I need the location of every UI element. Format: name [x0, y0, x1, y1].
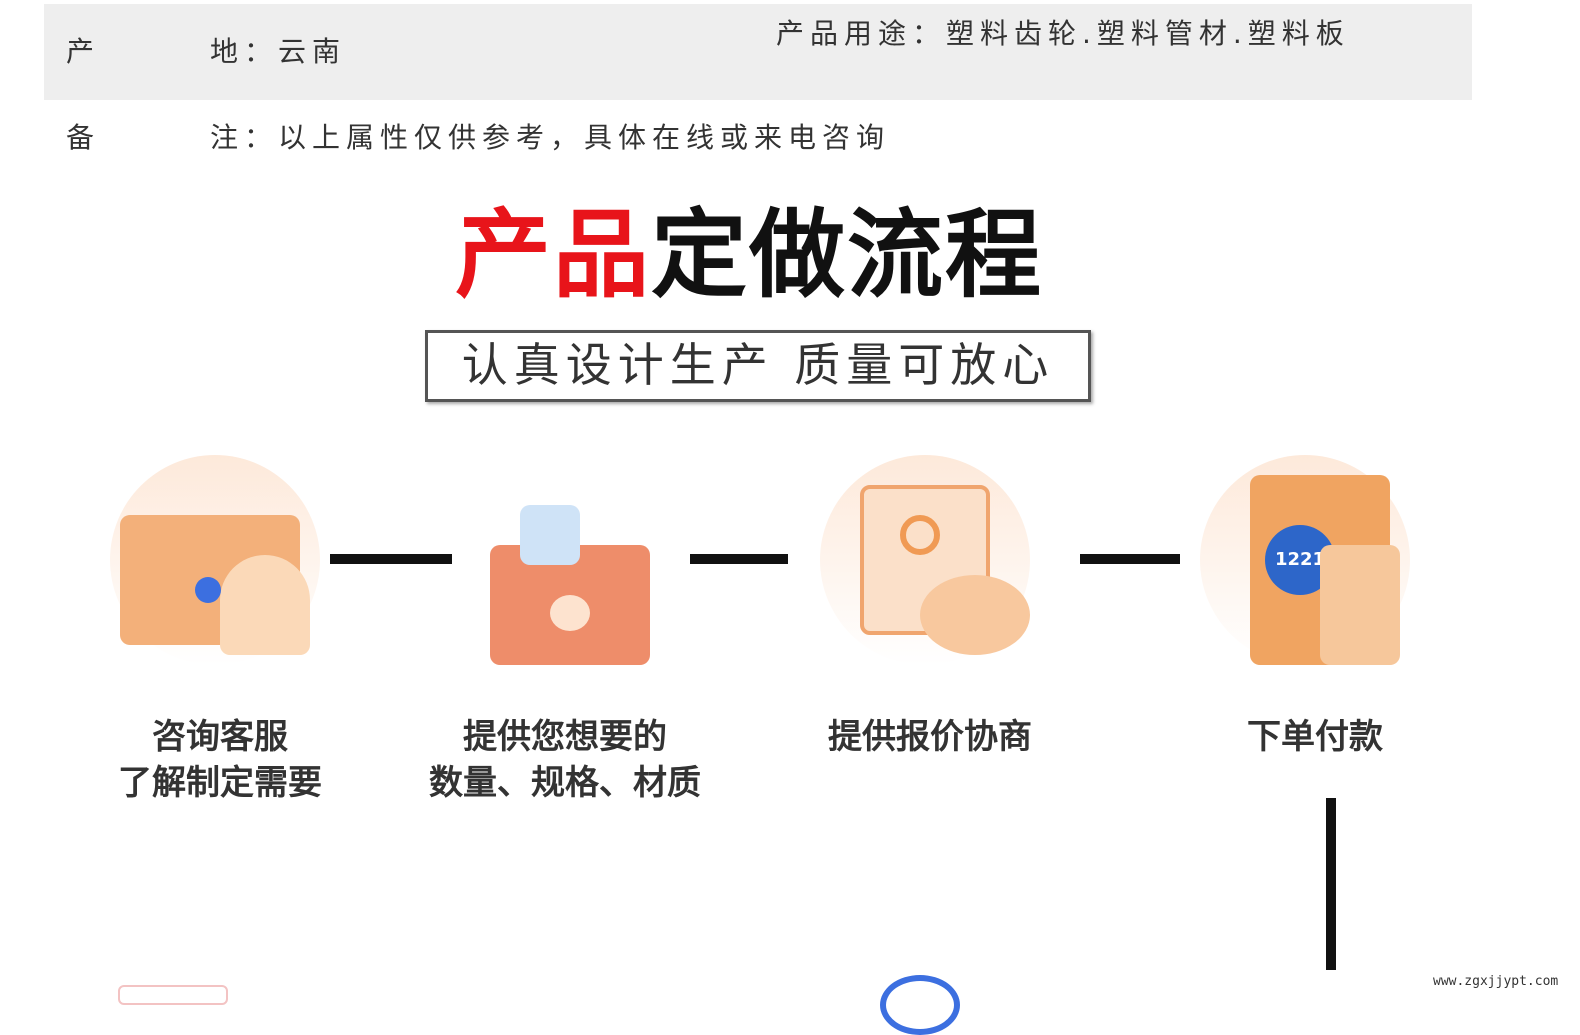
title-red: 产品	[455, 199, 651, 311]
next-step-illustration-partial	[880, 975, 960, 1035]
step-4-label: 下单付款	[1247, 717, 1383, 757]
step-4-illustration: 1221	[1180, 455, 1420, 695]
watermark: www.zgxjjypt.com	[1433, 974, 1559, 989]
process-title: 产品定做流程	[455, 200, 1043, 310]
connector-line	[690, 554, 788, 564]
next-step-illustration-partial	[118, 985, 228, 1005]
step-2-label: 提供您想要的数量、规格、材质	[410, 714, 720, 806]
step-3-illustration	[800, 455, 1040, 695]
note-label: 备	[66, 121, 101, 154]
connector-line	[330, 554, 452, 564]
title-black: 定做流程	[651, 199, 1043, 311]
step-2-illustration	[460, 455, 700, 695]
step-3-label: 提供报价协商	[828, 717, 1032, 757]
step-2-line1: 提供您想要的	[463, 717, 667, 757]
note-value: 注：以上属性仅供参考，具体在线或来电咨询	[210, 121, 891, 154]
step-2-line2: 数量、规格、材质	[429, 763, 701, 803]
connector-line-vertical	[1326, 798, 1336, 970]
step-1-illustration	[90, 455, 330, 695]
usage-text: 产品用途：塑料齿轮.塑料管材.塑料板	[776, 17, 1350, 50]
process-subtitle: 认真设计生产 质量可放心	[425, 330, 1091, 402]
step-1-line2: 了解制定需要	[118, 763, 322, 803]
step-1-line1: 咨询客服	[152, 717, 288, 757]
origin-label: 产	[66, 35, 101, 68]
origin-value: 地：云南	[210, 35, 347, 68]
step-1-label: 咨询客服了解制定需要	[100, 714, 340, 806]
spec-row-background	[44, 4, 1472, 100]
connector-line	[1080, 554, 1180, 564]
